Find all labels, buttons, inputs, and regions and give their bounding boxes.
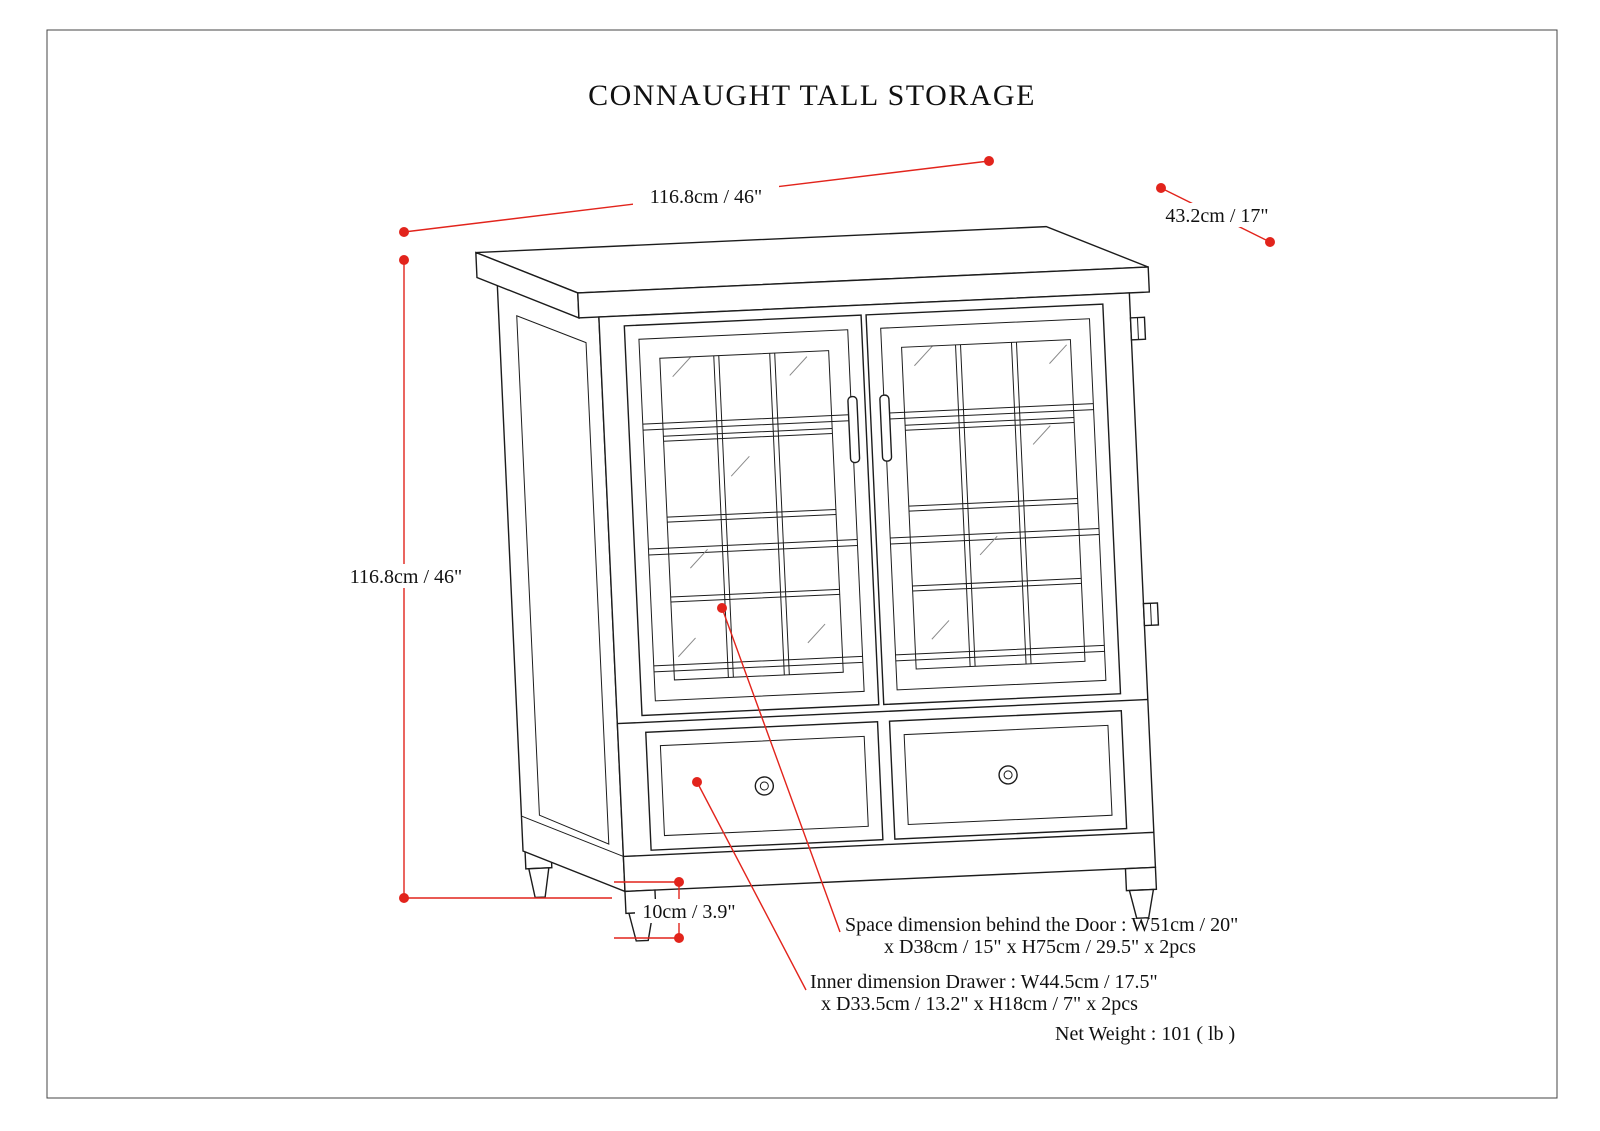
page-border [46, 29, 1558, 1099]
left-door-glass [638, 329, 865, 702]
bottom-rail [623, 831, 1154, 858]
annotation-door-space-line1: Space dimension behind the Door : W51cm … [845, 914, 1238, 936]
left-drawer-knob [754, 776, 775, 796]
left-door-glass-shine [672, 356, 826, 658]
page-title: CONNAUGHT TALL STORAGE [588, 79, 1036, 112]
label-backing [633, 184, 779, 208]
dimension-dot [399, 227, 409, 237]
right-door-handle [879, 394, 893, 462]
dimension-label-top-width: 116.8cm / 46" [650, 186, 762, 208]
dimension-dot [399, 255, 409, 265]
door-space-leader-dot [717, 603, 727, 613]
left-drawer [645, 721, 884, 851]
left-door-frame [623, 314, 880, 717]
dimension-dot [674, 933, 684, 943]
label-backing [341, 564, 471, 588]
drawer-leader-line [696, 781, 807, 991]
label-backing [1158, 203, 1276, 227]
dimension-label-top-depth: 43.2cm / 17" [1165, 205, 1268, 227]
right-door-glass-shine [914, 344, 1067, 640]
left-door [623, 314, 880, 717]
annotation-drawer-line1: Inner dimension Drawer : W44.5cm / 17.5" [810, 971, 1158, 993]
right-door-mullions [905, 342, 1082, 667]
label-backing [635, 899, 743, 923]
left-door-shelves [642, 414, 863, 673]
dimension-overlay: 116.8cm / 46" 43.2cm / 17" 116.8cm / 46"… [341, 156, 1276, 991]
left-drawer-panel [659, 735, 869, 837]
annotation-net-weight: Net Weight : 101 ( lb ) [1055, 1023, 1235, 1045]
drawer-leader-dot [692, 777, 702, 787]
leg-front-right [1124, 866, 1158, 919]
cabinet-drawing [475, 225, 1160, 942]
right-door-glass [880, 318, 1107, 691]
annotation-door-space-line2: x D38cm / 15" x H75cm / 29.5" x 2pcs [884, 936, 1196, 958]
right-door-pane-border [901, 339, 1086, 670]
left-door-mullions [663, 353, 840, 678]
door-space-leader-line [721, 607, 841, 933]
dimension-label-height: 116.8cm / 46" [350, 566, 462, 588]
left-door-handle [847, 395, 861, 464]
dimension-dot [1156, 183, 1166, 193]
dimension-dot [674, 877, 684, 887]
drawer-band-divider [617, 698, 1148, 725]
right-door-frame [865, 303, 1122, 706]
right-drawer [888, 709, 1128, 840]
top-board [475, 225, 1151, 319]
dimension-dot [984, 156, 994, 166]
dimension-label-leg-height: 10cm / 3.9" [642, 901, 735, 923]
right-door [865, 303, 1122, 706]
right-drawer-knob [998, 765, 1018, 785]
right-drawer-panel [903, 724, 1113, 826]
dimension-dot [1265, 237, 1275, 247]
annotations: Space dimension behind the Door : W51cm … [810, 914, 1238, 1045]
dimension-dot [399, 893, 409, 903]
hinges [1129, 316, 1160, 627]
left-door-pane-border [659, 350, 844, 681]
annotation-drawer-line2: x D33.5cm / 13.2" x H18cm / 7" x 2pcs [821, 993, 1138, 1015]
